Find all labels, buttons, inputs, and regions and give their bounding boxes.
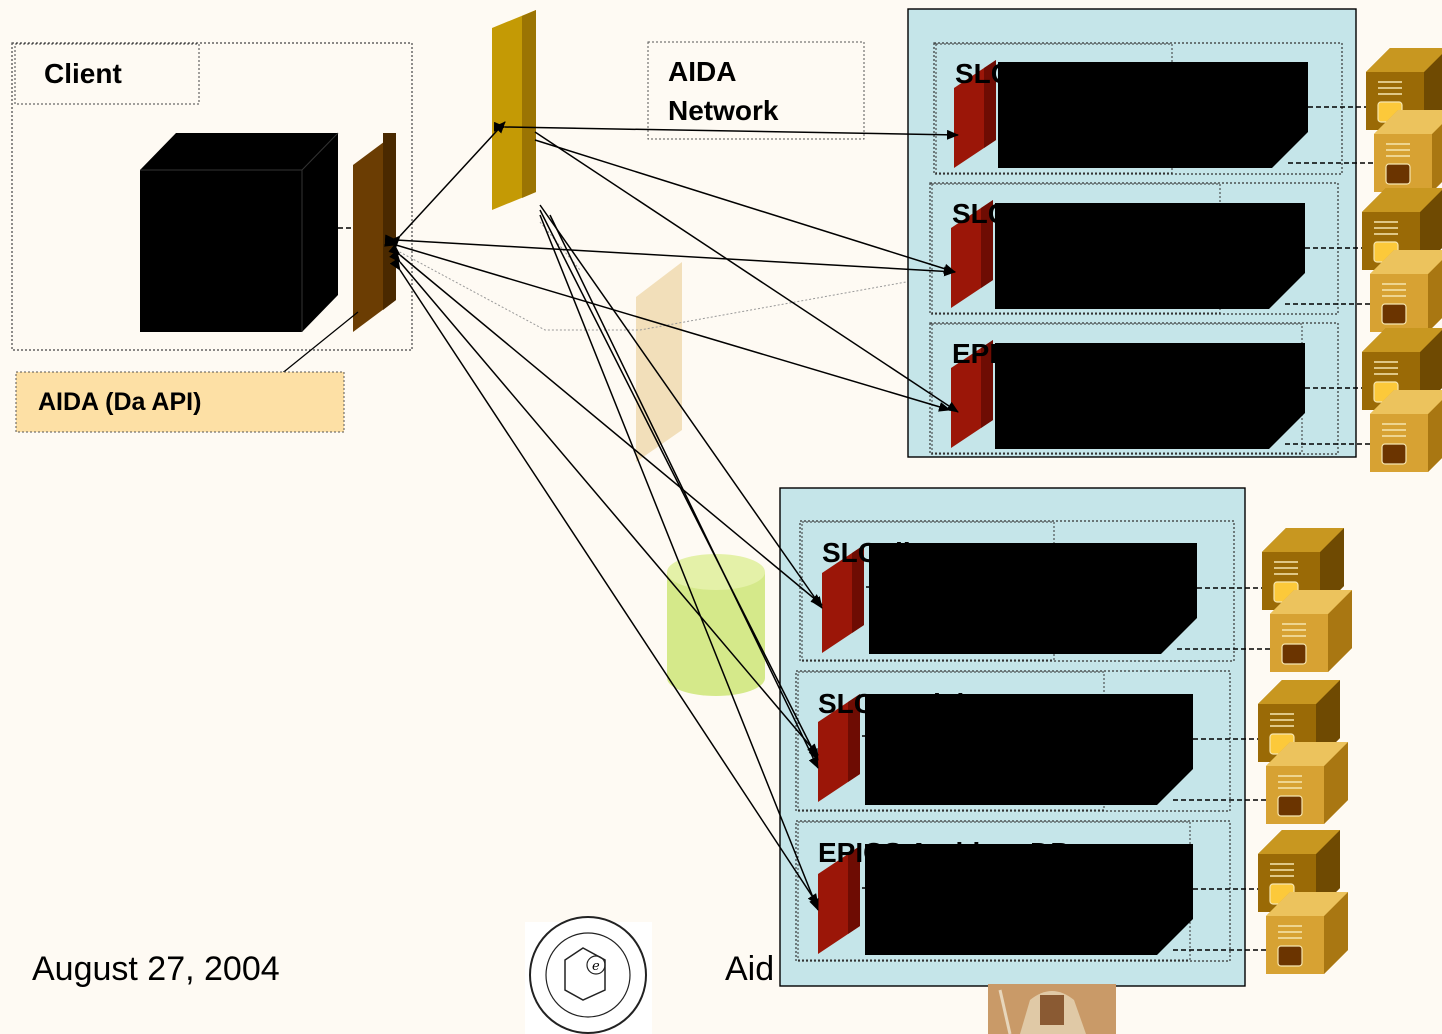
top-server-2-db-icon-a [1362,188,1442,270]
bottom-server-2-db-icon-b [1266,742,1348,824]
top-server-3-label: EPICS [952,338,1037,369]
connection-arrow [539,214,819,911]
client-label-box [14,43,200,105]
connection-arrow [388,121,506,248]
client-label: Client [44,58,122,89]
bottom-server-2-cube [865,694,1193,805]
name-server-bar [636,262,682,462]
connection-arrow [539,204,823,609]
slac-seal: e [525,916,652,1034]
seal-letter-e: e [592,959,600,974]
connection-arrow [493,121,959,140]
bottom-server-3-db-icon-a [1258,830,1340,912]
top-server-1 [933,42,1442,192]
footer-portrait-image [988,984,1116,1034]
top-server-1-box [933,42,1343,175]
top-server-1-cube [998,62,1308,168]
client-aida-bar [353,133,396,332]
bottom-server-1 [799,520,1352,672]
network-label-line1: AIDA [668,56,737,87]
top-server-1-label: SLC [955,58,1011,89]
bottom-server-2-aida-bar [818,694,860,802]
connection-arrow [549,214,819,769]
footer-title-fragment: Aid [725,950,775,988]
top-server-3-db-icon-b [1370,390,1442,472]
top-server-3-db-icon-a [1362,328,1442,410]
bottom-server-2 [795,670,1348,824]
top-server-3-aida-bar [951,340,993,448]
bottom-server-1-label: SLC db DP [822,537,967,568]
bottom-server-1-db-icon-a [1262,528,1344,610]
top-server-3 [929,322,1442,472]
bottom-server-3-aida-bar [818,846,860,954]
top-server-1-aida-bar [954,60,996,168]
network-label-line2: Network [668,95,779,126]
top-server-2-cube [995,203,1305,309]
top-server-2-label: SLC [952,198,1008,229]
connection-arrows [384,121,959,911]
bottom-server-3-label: EPICS Archiver DP [818,837,1070,868]
connection-arrow [539,209,819,761]
top-server-2-db-icon-b [1370,250,1442,332]
bottom-server-1-cube [869,543,1197,654]
bottom-server-1-aida-bar [822,545,864,653]
connection-arrow [534,131,959,413]
bottom-server-3-db-icon-b [1266,892,1348,974]
top-server-2-aida-bar [951,200,993,308]
aida-api-box [15,371,345,433]
bottom-server-3 [795,820,1348,974]
bottom-server-3-cube [865,844,1193,955]
bottom-server-1-db-icon-b [1270,590,1352,672]
top-server-2 [929,182,1442,332]
client-application-cube [140,132,339,332]
bottom-server-2-label: SLC model DP [818,688,1011,719]
aida-network-bar [492,10,536,210]
connection-arrow [389,258,819,906]
footer-date: August 27, 2004 [32,950,280,988]
top-server-3-cube [995,343,1305,449]
aida-api-label: AIDA (Da API) [38,388,202,416]
top-server-1-db-icon-b [1374,110,1442,192]
